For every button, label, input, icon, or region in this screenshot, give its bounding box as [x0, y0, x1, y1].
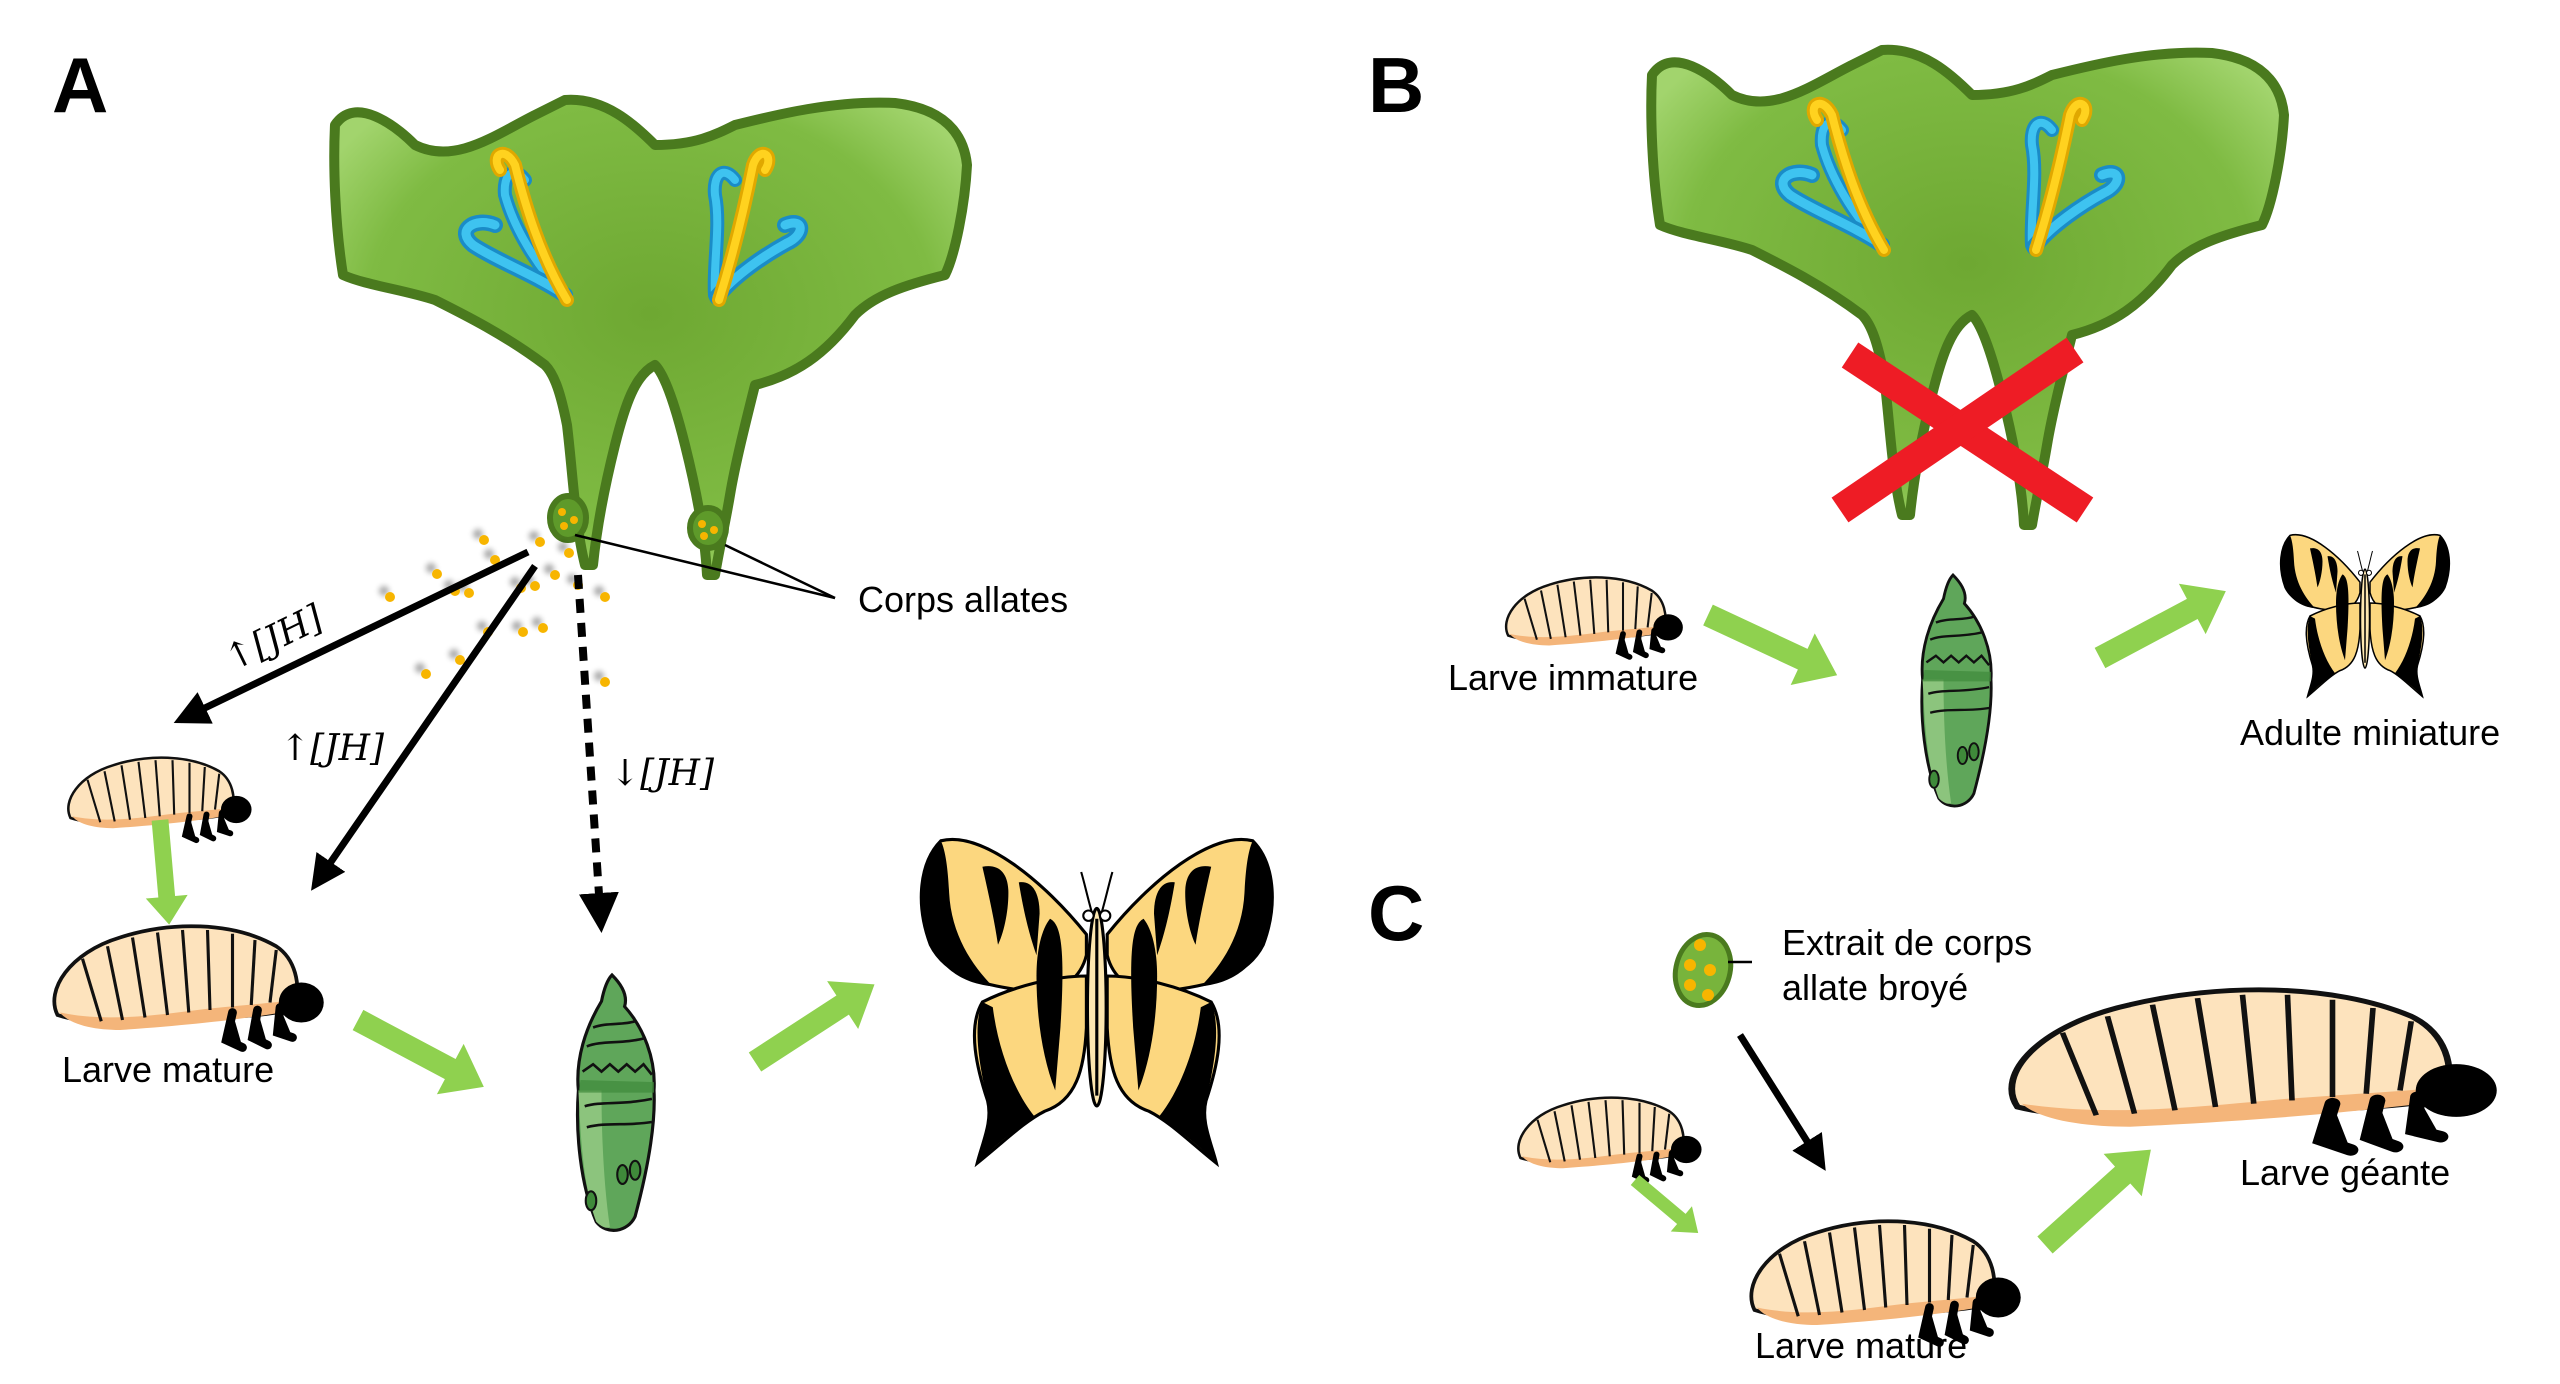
brain-a: [334, 100, 967, 575]
green-arrow-a3: [739, 960, 891, 1086]
corpora-allata-a: [547, 493, 729, 551]
jh-label-3: ↓[JH]: [610, 753, 715, 794]
green-arrow-a2: [344, 994, 498, 1113]
extract-injection-arrow: [1737, 1033, 1826, 1171]
green-arrow-c2: [2025, 1128, 2170, 1267]
panel-c-letter: C: [1368, 869, 1424, 957]
low-jh-arrow-to-pupa: [574, 574, 619, 933]
larve-immature-label: Larve immature: [1448, 657, 1698, 698]
panel-b-letter: B: [1368, 41, 1424, 129]
brain-b: [1651, 50, 2284, 525]
mature-larva-a: [54, 926, 323, 1047]
corps-allates-pointer: [574, 533, 836, 600]
green-arrow-b1: [1695, 589, 1850, 702]
corps-allates-label: Corps allates: [858, 579, 1068, 620]
allatum-extract: [1672, 932, 1752, 1008]
jh-arrow-to-young-larva: [173, 548, 530, 724]
butterfly-a: [919, 837, 1274, 1165]
immature-larva-b: [1506, 577, 1683, 657]
adulte-miniature-label: Adulte miniature: [2240, 712, 2500, 753]
larve-mature-label-c: Larve mature: [1755, 1325, 1967, 1366]
pupa-b: [1920, 573, 1993, 808]
pupa-a: [575, 973, 656, 1232]
jh-label-1: ↑[JH]: [218, 597, 330, 680]
extract-label-line2: allate broyé: [1782, 967, 1968, 1008]
jh-arrow-to-mature-larva: [311, 564, 538, 891]
young-larva-c: [1518, 1098, 1701, 1180]
extract-label-line1: Extrait de corps: [1782, 922, 2032, 963]
giant-larva-c: [2012, 990, 2497, 1150]
green-arrow-c1: [1624, 1167, 1709, 1246]
larve-mature-label-a: Larve mature: [62, 1049, 274, 1090]
removal-cross-icon: [1831, 337, 2094, 523]
larve-geante-label: Larve géante: [2240, 1152, 2450, 1193]
miniature-butterfly-b: [2279, 533, 2451, 698]
jh-dots: [385, 535, 610, 687]
panel-a-letter: A: [52, 41, 108, 129]
green-arrow-b2: [2086, 565, 2240, 684]
jh-label-2: ↑[JH]: [280, 728, 385, 769]
